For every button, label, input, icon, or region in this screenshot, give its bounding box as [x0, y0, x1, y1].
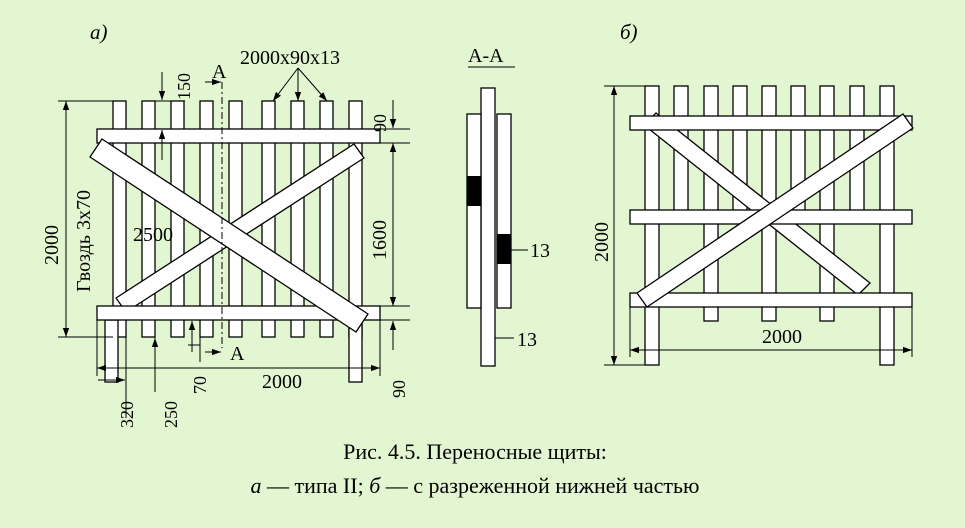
nail-label: Гвоздь 3х70	[73, 190, 95, 292]
section-mark-top: А	[212, 61, 227, 83]
dim-width-b: 2000	[762, 326, 802, 348]
caption-a-text: — типа II;	[262, 473, 370, 498]
dim-height-b: 2000	[591, 222, 613, 262]
dim-150: 150	[174, 73, 194, 100]
caption: Рис. 4.5. Переносные щиты: а — типа II; …	[251, 439, 700, 498]
board-size-label: 2000х90х13	[240, 47, 340, 69]
caption-b-letter: б	[369, 473, 381, 498]
dim-height-a: 2000	[41, 225, 63, 265]
caption-line1: Рис. 4.5. Переносные щиты:	[343, 439, 607, 464]
dim-250: 250	[161, 401, 181, 428]
section-title: А-А	[468, 45, 504, 67]
dim-width-a: 2000	[262, 371, 302, 393]
rail-b-top	[629, 115, 913, 131]
label-b: б)	[620, 20, 638, 44]
front-brace	[89, 138, 369, 333]
section-a-a: А-А 13 13	[466, 45, 550, 367]
dim-diagonal: 2500	[133, 224, 173, 246]
section-dim-13b: 13	[517, 329, 537, 351]
rail-section-top	[467, 176, 481, 206]
caption-a-letter: а	[251, 473, 262, 498]
shield-type-2: А А 2000х90х13 150 2000 Гвоздь 3х70 2500…	[41, 20, 410, 428]
dim-70: 70	[190, 376, 210, 394]
section-dim-13a: 13	[530, 240, 550, 262]
caption-b-text: — с разреженной нижней частью	[380, 473, 699, 498]
front-brace-b	[636, 113, 914, 308]
rail-b-bottom	[629, 292, 913, 308]
dim-inner: 1600	[369, 220, 391, 260]
dim-bar-bottom: 90	[389, 380, 409, 398]
dim-320: 320	[117, 401, 137, 428]
shield-sparse-bottom: 2000 2000 б)	[591, 20, 914, 366]
caption-line2: а — типа II; б — с разреженной нижней ча…	[251, 473, 700, 498]
label-a: а)	[90, 20, 108, 44]
bottom-rail	[96, 305, 381, 321]
dim-bar-top: 90	[370, 114, 390, 132]
top-rail	[96, 128, 381, 144]
rail-section-bottom	[497, 234, 511, 264]
section-mark-bottom: А	[230, 343, 245, 365]
